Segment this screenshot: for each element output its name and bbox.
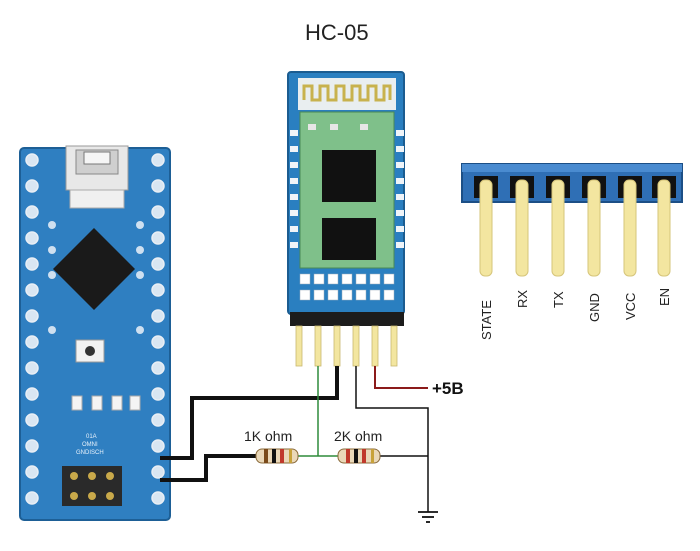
hc05-pins [295,325,398,367]
usb-connector [65,145,129,209]
status-leds [71,395,141,411]
hc05-header-strip [290,312,404,326]
vcc-wire [374,366,428,389]
nano-right-pins [151,153,165,505]
pin-label-en: EN [657,288,672,306]
resistor-1k-label: 1K ohm [244,428,292,444]
hc05-bottom-pads [299,273,395,301]
tx-to-resistor-wire [160,454,256,482]
power-label: +5B [432,379,464,398]
bt-chip-main [322,150,376,202]
nano-marking-3: GNDISCH [76,450,104,456]
bt-chip-flash [322,218,376,260]
nano-marking-2: OMNI [82,442,98,448]
resistor-2k-label: 2K ohm [334,428,382,444]
ground-symbol [418,511,438,523]
hc05-side-pads [290,130,404,248]
pin-label-tx: TX [551,291,566,308]
reset-button [75,339,105,363]
hc05-module [287,71,405,367]
pin-header-legend: STATE RX TX GND VCC EN [461,163,683,340]
pin-label-gnd: GND [587,293,602,322]
resistor-1k [255,448,299,464]
pin-label-rx: RX [515,290,530,308]
gnd-wire [355,366,429,512]
nano-left-pins [25,153,39,505]
antenna-trace [302,84,392,102]
arduino-nano-board: 01A OMNI GNDISCH [19,145,171,521]
resistor-2k [337,448,381,464]
legend-pins [479,179,671,277]
pin-label-state: STATE [479,300,494,340]
nano-marking-1: 01A [86,434,97,440]
nano-inner-pads [48,221,144,334]
diagram-title: HC-05 [305,20,369,45]
tx-to-rx-wire [160,366,339,460]
icsp-header [62,466,122,506]
pin-label-vcc: VCC [623,293,638,320]
